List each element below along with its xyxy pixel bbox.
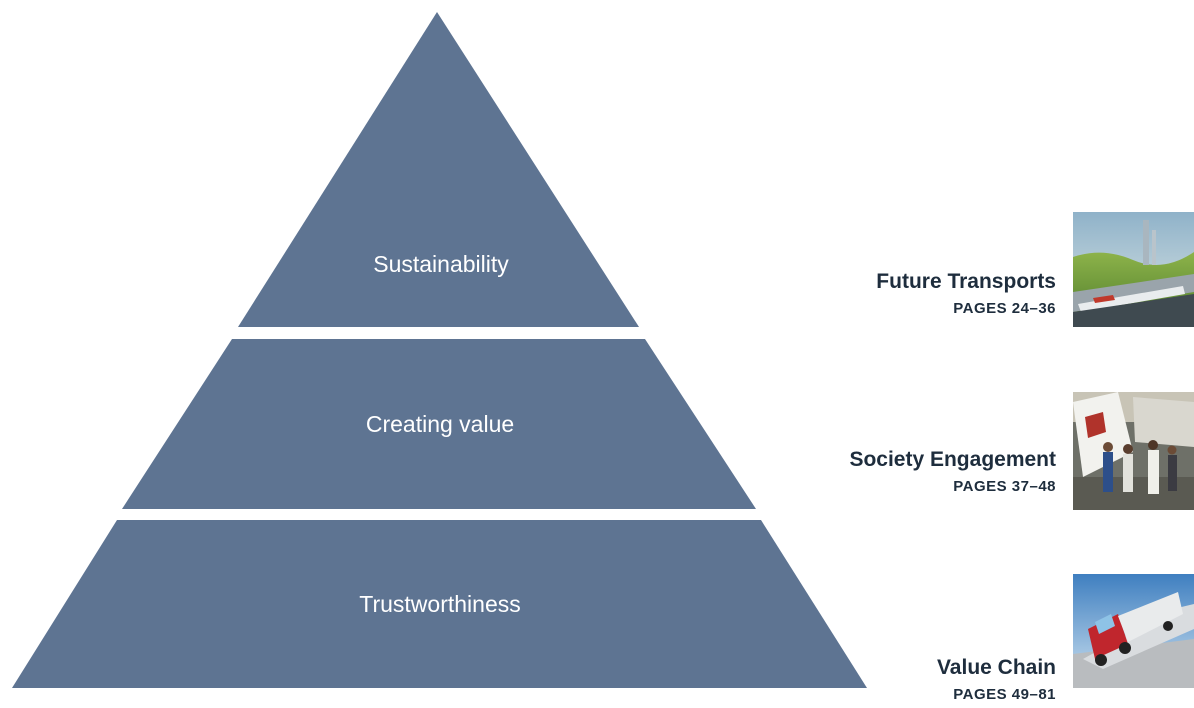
pyramid-tier-bottom xyxy=(12,520,867,688)
value-chain-photo xyxy=(1073,574,1194,688)
tier-label-sustainability: Sustainability xyxy=(373,251,509,277)
society-engagement-photo xyxy=(1073,392,1194,510)
section-title: Value Chain xyxy=(936,656,1056,679)
future-transports-photo xyxy=(1073,212,1194,327)
pyramid-tier-top xyxy=(238,12,639,327)
section-pages: PAGES 49–81 xyxy=(953,686,1056,703)
section-value-chain[interactable]: Value Chain PAGES 49–81 xyxy=(937,654,1056,708)
section-pages: PAGES 37–48 xyxy=(953,478,1056,495)
pyramid-tier-middle xyxy=(122,339,756,509)
tier-label-creating-value: Creating value xyxy=(365,411,515,437)
section-pages: PAGES 24–36 xyxy=(953,300,1056,317)
section-title: Society Engagement xyxy=(849,448,1056,471)
section-title: Future Transports xyxy=(876,270,1056,293)
section-society-engagement[interactable]: Society Engagement PAGES 37–48 xyxy=(849,446,1056,500)
pyramid-diagram xyxy=(12,12,867,688)
section-future-transports[interactable]: Future Transports PAGES 24–36 xyxy=(876,268,1056,322)
tier-label-trustworthiness: Trustworthiness xyxy=(359,591,521,617)
